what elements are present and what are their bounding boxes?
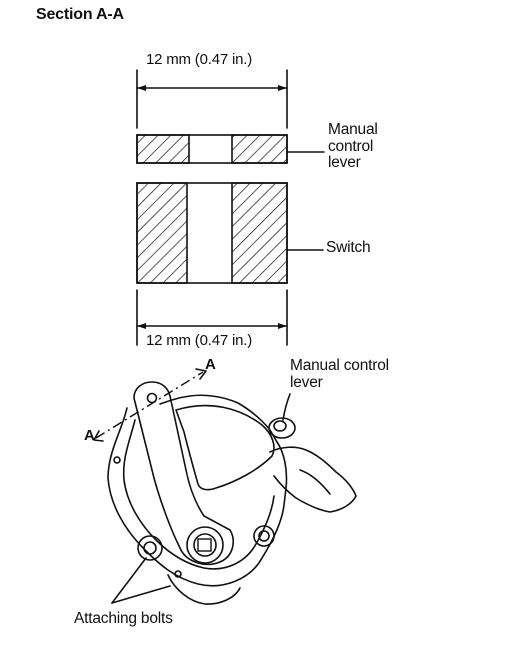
housing-flange (167, 574, 241, 605)
callout-line-1: Manual (328, 121, 378, 138)
dimension-top (136, 69, 288, 129)
leader-bolt-left (111, 557, 147, 604)
external-lever (269, 446, 357, 513)
callout-manual-control-lever: Manual control lever (290, 357, 389, 391)
dimension-label-top: 12 mm (0.47 in.) (146, 51, 253, 68)
switch-section (136, 182, 288, 284)
callout-line-2: lever (290, 373, 323, 391)
section-marker-a-upper: A (205, 356, 216, 373)
dimension-bottom (136, 289, 288, 346)
callout-attaching-bolts: Attaching bolts (74, 610, 173, 627)
section-marker-a-lower: A (84, 427, 95, 444)
callout-switch: Switch (326, 239, 371, 256)
section-arrow-lower (93, 430, 104, 442)
shaft-flat (197, 538, 212, 552)
lever-knob-inner (273, 420, 287, 432)
callout-line-2: control (328, 137, 374, 155)
detent-plate (175, 404, 275, 491)
attaching-bolt-right (253, 525, 275, 547)
leader-bolt-right (111, 585, 171, 604)
lever-pivot-hole (146, 392, 158, 404)
housing-hole-1 (113, 456, 121, 464)
external-lever-edge (299, 469, 331, 495)
dimension-label-bottom: 12 mm (0.47 in.) (146, 332, 253, 349)
callout-manual-control-lever-section: Manual control lever (328, 121, 378, 172)
lever-section (136, 134, 288, 164)
lever-boss-inner (193, 533, 217, 557)
diagram-title: Section A-A (36, 6, 124, 23)
lever-boss (186, 526, 224, 564)
leader-manual-control-lever (282, 393, 291, 421)
callout-line-1: Manual control (290, 357, 389, 374)
callout-line-3: lever (328, 154, 361, 172)
attaching-bolt-left (137, 535, 163, 561)
section-view (136, 69, 325, 346)
section-arrow-upper (195, 368, 207, 380)
assembly-view (93, 368, 357, 605)
lever-knob (268, 417, 296, 439)
manual-control-lever-arm (133, 381, 234, 566)
section-cut-line (95, 371, 204, 439)
housing-hole-2 (174, 570, 182, 578)
